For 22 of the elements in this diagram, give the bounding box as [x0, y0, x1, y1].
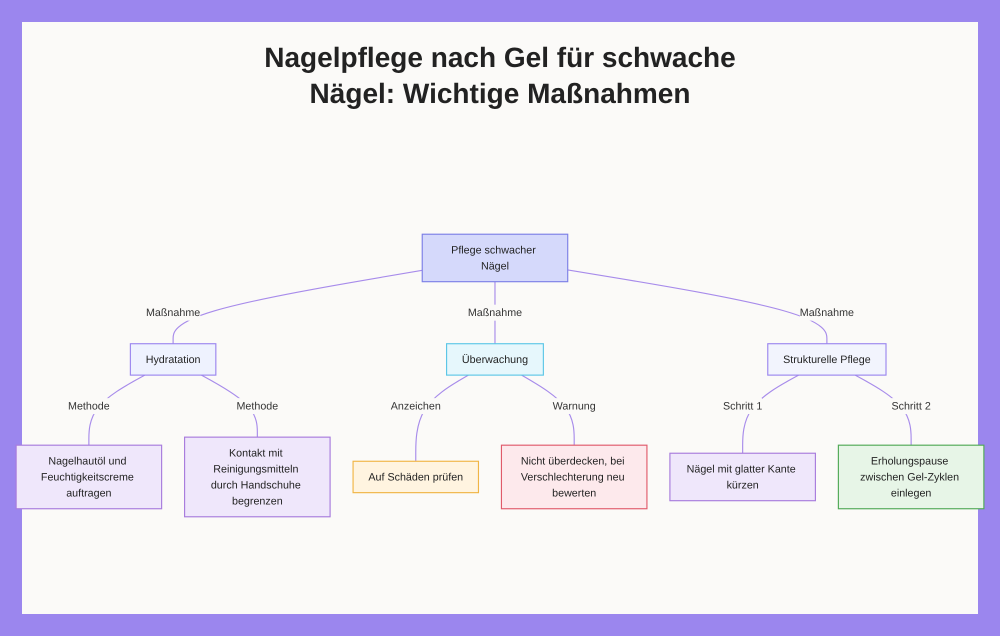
node-box: Überwachung [446, 343, 544, 376]
connector [568, 269, 828, 344]
edge-label: Methode [68, 400, 110, 412]
node-box: Hydratation [130, 343, 216, 376]
node-box: Pflege schwacher Nägel [422, 234, 568, 282]
edge-label: Maßnahme [146, 306, 200, 318]
edge-label: Maßnahme [800, 306, 854, 318]
edge-label: Schritt 2 [891, 400, 931, 412]
node-box: Nagelhautöl und Feuchtigkeitscreme auftragen [16, 444, 162, 510]
node-box: Kontakt mit Reinigungsmitteln durch Handschuhe begrenzen [184, 436, 331, 518]
node-box: Strukturelle Pflege [767, 343, 887, 376]
connector [172, 270, 422, 344]
title: Nagelpflege nach Gel für schwache Nägel: Wichtige Maßnahmen [263, 41, 737, 111]
edge-label: Anzeichen [390, 400, 441, 412]
node-box: Nägel mit glatter Kante kürzen [669, 452, 816, 502]
edge-label: Methode [236, 400, 278, 412]
node-box: Nicht überdecken, bei Verschlechterung neu bewerten [500, 444, 648, 510]
node-box: Auf Schäden prüfen [352, 460, 480, 494]
node-box: Erholungspause zwischen Gel-Zyklen einlegen [838, 444, 984, 510]
edge-label: Warnung [552, 400, 596, 412]
edge-label: Maßnahme [468, 306, 522, 318]
edge-label: Schritt 1 [722, 400, 762, 412]
